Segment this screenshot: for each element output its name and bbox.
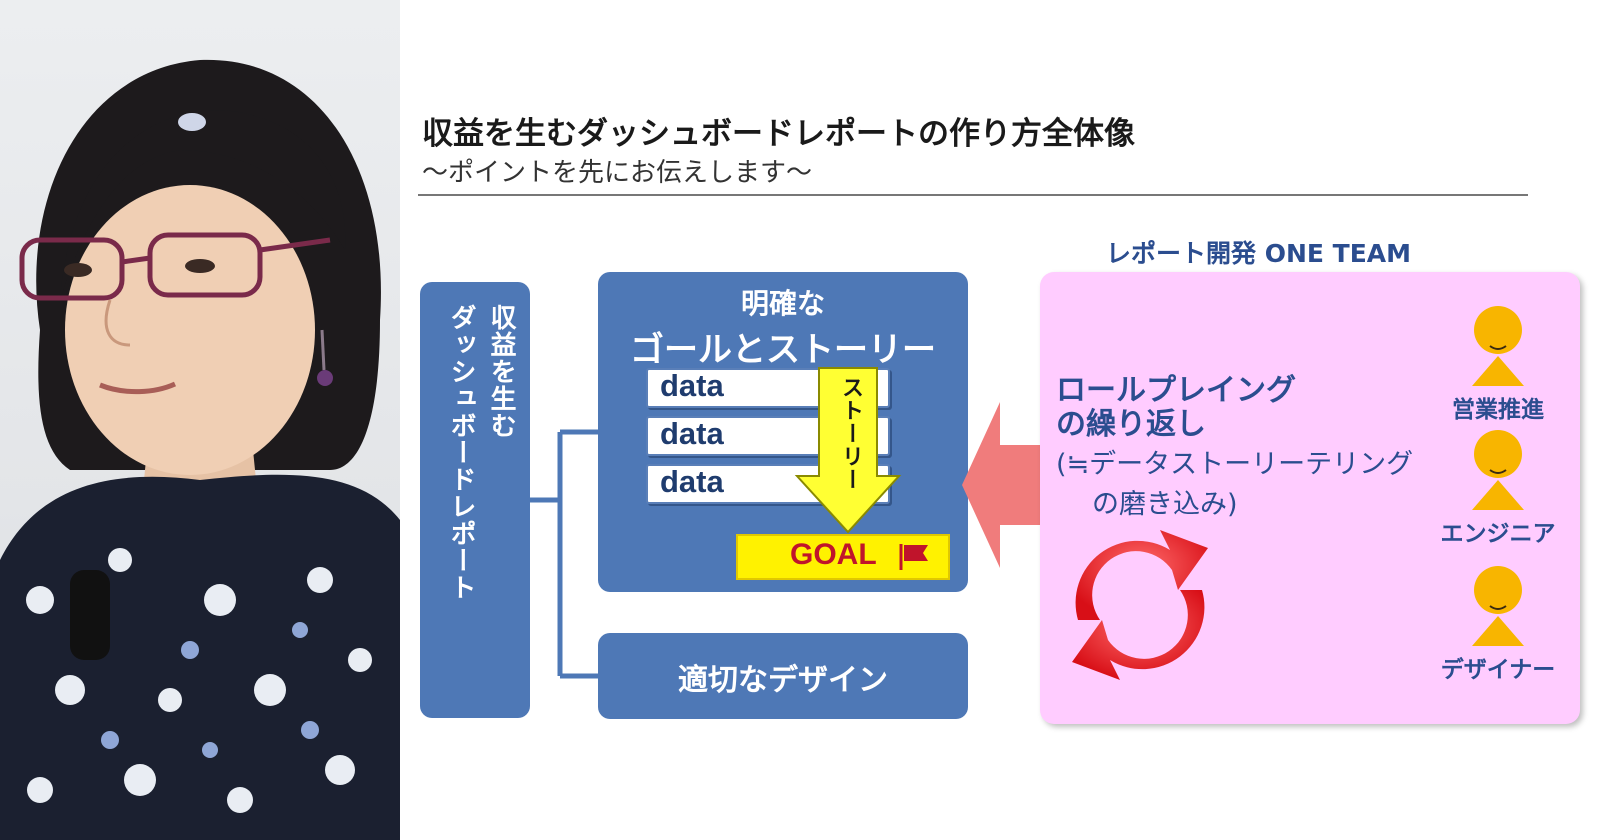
person-sales-label: 営業推進 (1452, 397, 1544, 423)
person-icon (1472, 566, 1524, 646)
dashboard-report-line1: 収益を生む (486, 304, 516, 439)
person-designer: デザイナー (1438, 566, 1558, 684)
roleplay-sub-line2: の磨き込み) (1092, 489, 1238, 520)
data-row-label: data (660, 416, 724, 451)
team-heading: レポート開発 ONE TEAM (1106, 239, 1412, 268)
person-icon (1472, 430, 1524, 510)
slide-subtitle: ～ポイントを先にお伝えします～ (422, 158, 813, 188)
person-engineer: エンジニア (1438, 430, 1558, 548)
design-label: 適切なデザイン (678, 663, 888, 698)
team-box: ロールプレイング の繰り返し (≒データストーリーテリング の磨き込み) (1040, 272, 1580, 724)
speaker-illustration (0, 59, 400, 840)
data-row-label: data (660, 464, 724, 499)
goal-bar: GOAL (736, 534, 950, 580)
person-designer-label: デザイナー (1440, 657, 1556, 683)
roleplay-title: ロールプレイング の繰り返し (1056, 374, 1296, 442)
goal-story-box: 明確な ゴールとストーリー data data data ストーリー GOAL (598, 272, 968, 592)
tree-connector (530, 429, 598, 679)
goal-story-line1: 明確な (740, 287, 825, 320)
dashboard-report-box: 収益を生む ダッシュボードレポート (420, 282, 530, 718)
refresh-cycle-icon (1072, 530, 1208, 680)
person-sales: 営業推進 (1438, 306, 1558, 424)
data-row-label: data (660, 368, 724, 403)
dashboard-report-line2: ダッシュボードレポート (446, 304, 476, 601)
goal-story-line2: ゴールとストーリー (630, 330, 936, 370)
speaker-photo (0, 0, 400, 840)
slide: 収益を生むダッシュボードレポートの作り方全体像 ～ポイントを先にお伝えします～ … (400, 0, 1600, 840)
roleplay-sub-line1: (≒データストーリーテリング (1056, 449, 1414, 480)
story-down-arrow-icon (794, 367, 902, 534)
left-arrow-icon (962, 402, 1042, 568)
person-engineer-label: エンジニア (1440, 521, 1556, 547)
title-divider (418, 194, 1528, 196)
person-icon (1472, 306, 1524, 386)
slide-title: 収益を生むダッシュボードレポートの作り方全体像 (422, 116, 1135, 152)
goal-label: GOAL (790, 538, 877, 571)
story-arrow-label: ストーリー (838, 376, 863, 491)
flag-icon (899, 544, 928, 570)
roleplay-title-line1: ロールプレイング (1056, 373, 1296, 408)
design-box: 適切なデザイン (598, 633, 968, 719)
roleplay-title-line2: の繰り返し (1056, 407, 1206, 442)
